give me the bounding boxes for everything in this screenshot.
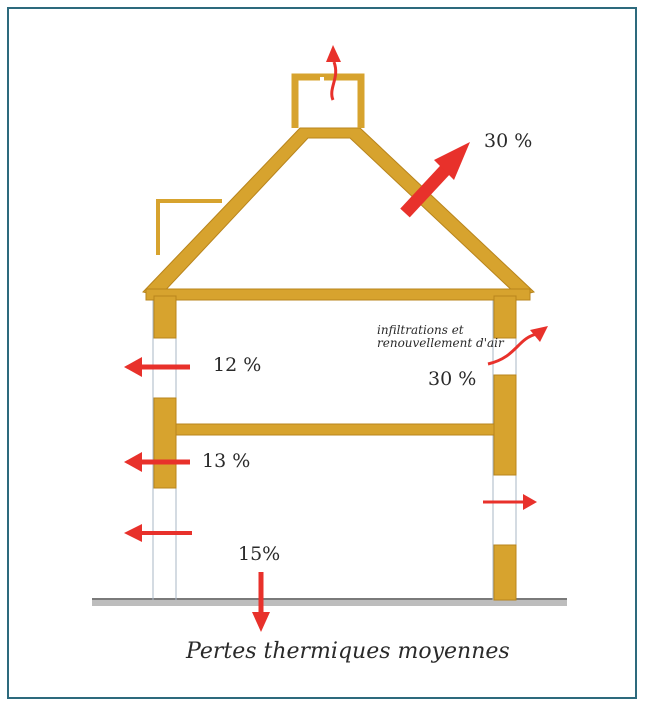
upper-wall-arrow xyxy=(124,357,190,377)
attic-beam xyxy=(145,288,531,301)
roof xyxy=(142,127,536,297)
figure-frame xyxy=(7,7,637,699)
infiltration-label: infiltrations et renouvellement d'air xyxy=(377,323,504,350)
left-wall xyxy=(153,295,177,489)
middle-floor-beam xyxy=(171,423,495,436)
chimney xyxy=(291,73,365,128)
lower-wall-arrow xyxy=(124,452,190,472)
ground xyxy=(92,598,567,606)
roof-loss-label: 30 % xyxy=(484,130,533,152)
floor-arrow xyxy=(252,572,270,632)
floor-loss-label: 15% xyxy=(238,543,281,565)
infiltration-loss-label: 30 % xyxy=(428,368,477,390)
lower-wall-loss-label: 13 % xyxy=(202,450,251,472)
figure-caption: Pertes thermiques moyennes xyxy=(186,639,510,664)
chimney-arrow xyxy=(326,45,341,101)
infiltration-arrow xyxy=(487,326,548,366)
roof-arrow xyxy=(400,142,470,218)
right-ground-arrow xyxy=(483,494,537,510)
upper-wall-loss-label: 12 % xyxy=(213,354,262,376)
ground-floor-arrow xyxy=(124,524,192,542)
right-wall xyxy=(493,295,517,601)
dormer xyxy=(156,199,222,255)
